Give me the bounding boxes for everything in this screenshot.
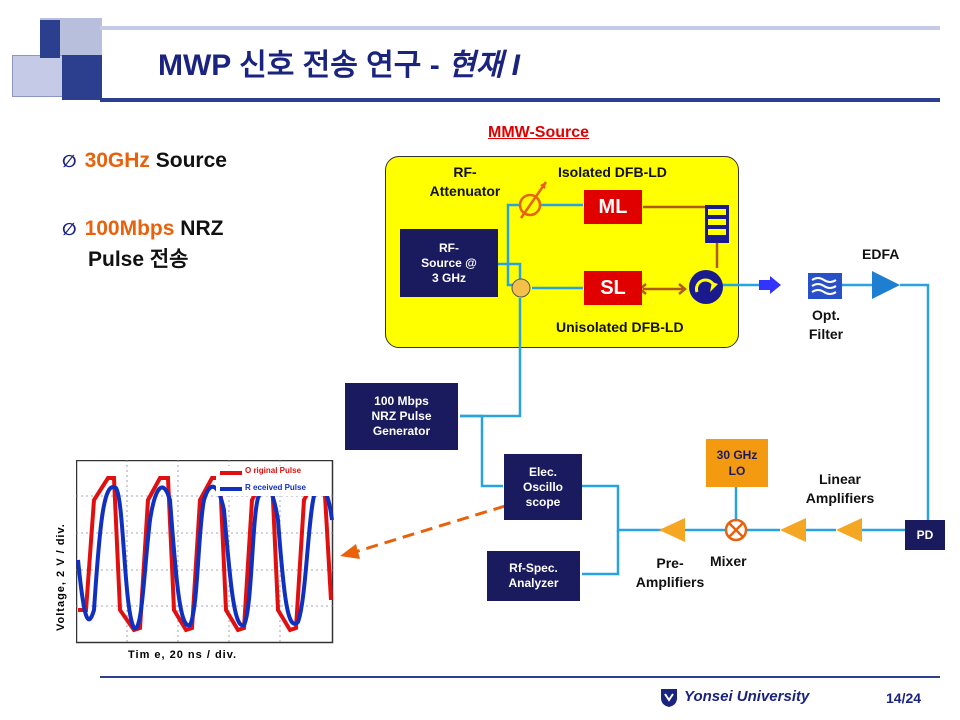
rf-coupler-icon (511, 278, 531, 298)
spectrum-analyzer-box: Rf-Spec.Analyzer (487, 551, 580, 601)
optical-output-arrow-icon (759, 276, 781, 294)
opt-filter-label: Opt.Filter (808, 307, 844, 342)
title-rule-bottom (100, 98, 940, 102)
original-pulse-trace (78, 476, 333, 633)
mixer-label: Mixer (710, 553, 747, 569)
sl-laser: SL (584, 271, 642, 305)
rf-attenuator-label: RF-Attenuator (429, 164, 501, 199)
scope-plot-ylabel: Voltage, 2 V / div. (55, 523, 67, 631)
footer-rule (100, 676, 940, 678)
legend-original: O riginal Pulse (245, 466, 302, 475)
bullet-30ghz: ∅30GHz Source (62, 149, 227, 172)
unisolated-dfb-label: Unisolated DFB-LD (556, 319, 684, 335)
isolated-dfb-label: Isolated DFB-LD (558, 164, 667, 180)
page-title: MWP 신호 전송 연구 - 현재 I (158, 49, 520, 82)
circulator-icon (689, 270, 723, 304)
ml-laser: ML (584, 190, 642, 224)
pd-box: PD (905, 520, 945, 550)
edfa-label: EDFA (862, 246, 900, 262)
scope-plot: Voltage, 2 V / div. O riginal Pulse R ec… (48, 460, 338, 670)
pre-amplifiers-label: Pre-Amplifiers (635, 555, 705, 590)
footer-university: Yonsei University (684, 688, 810, 705)
university-shield-icon (660, 688, 678, 713)
page-number: 14/24 (886, 690, 922, 706)
mmw-source-label: MMW-Source (488, 124, 590, 141)
scope-plot-frame (76, 460, 334, 644)
title-rule-top (100, 26, 940, 30)
isolator-icon (705, 205, 729, 243)
linear-amplifier-icon (780, 518, 806, 542)
rf-source-box: RF-Source @3 GHz (400, 229, 498, 297)
legend-received: R eceived Pulse (245, 483, 306, 492)
bullet-mark-icon: ∅ (62, 152, 77, 171)
bullet-100mbps: ∅100Mbps NRZ Pulse 전송 (62, 217, 224, 271)
mixer-icon (724, 518, 748, 542)
rf-attenuator-icon (518, 181, 548, 219)
optical-filter-icon (808, 273, 842, 299)
edfa-amplifier-icon (872, 271, 900, 299)
bullet-mark-icon: ∅ (62, 220, 77, 239)
dashed-arrow-icon (340, 504, 506, 559)
received-pulse-trace (76, 484, 334, 631)
corner-decoration (0, 0, 110, 110)
scope-plot-xlabel: Tim e, 20 ns / div. (128, 649, 238, 661)
pre-amplifier-icon (659, 518, 685, 542)
linear-amplifier-icon (836, 518, 862, 542)
